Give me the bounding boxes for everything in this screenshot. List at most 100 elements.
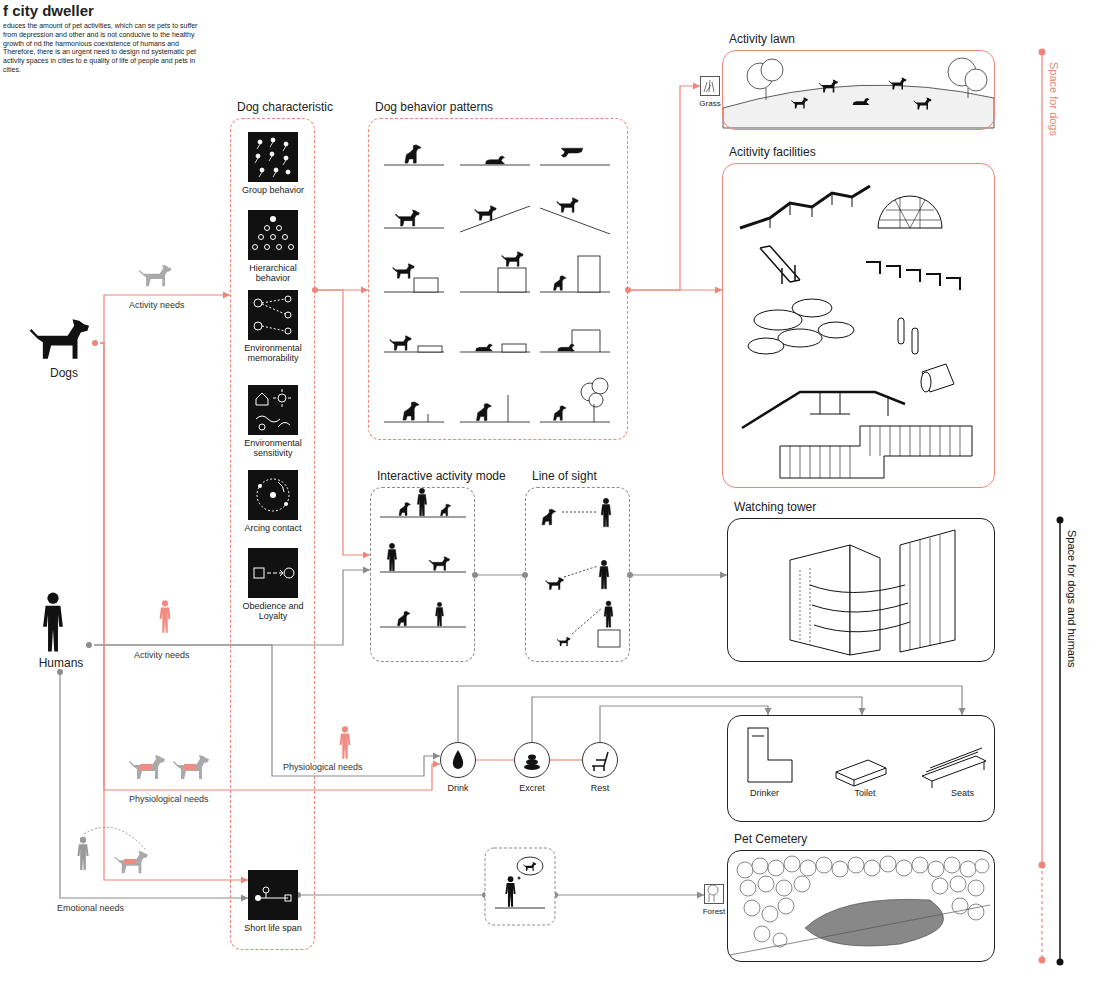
characteristic-icon	[255, 138, 290, 177]
characteristic-icon	[274, 168, 278, 172]
characteristic-icon	[260, 168, 264, 172]
space-rail	[1039, 49, 1064, 966]
characteristic-icon	[254, 296, 291, 334]
cemetery-drawing	[932, 878, 948, 894]
characteristic-tile: Environmental sensitivity	[248, 385, 298, 435]
connector	[458, 686, 962, 742]
cemetery-drawing	[708, 885, 718, 895]
characteristic-icon	[254, 322, 262, 330]
cemetery-drawing	[896, 860, 912, 876]
behavior-pattern	[557, 198, 579, 212]
sight-drawing	[542, 498, 620, 647]
lawn-drawing	[791, 78, 931, 110]
cemetery-drawing	[778, 898, 794, 914]
characteristic-icon	[253, 245, 258, 250]
connector	[100, 295, 230, 343]
lawn-drawing	[965, 69, 987, 91]
characteristic-icon	[280, 570, 283, 576]
title: f city dweller	[3, 2, 94, 19]
cemetery-drawing	[744, 900, 760, 916]
characteristic-icon	[263, 887, 269, 893]
characteristic-icon	[259, 424, 265, 430]
tower-drawing	[790, 545, 850, 655]
space-box: Acitivity facilities	[722, 163, 995, 488]
characteristic-tile: Arcing contact	[248, 470, 298, 520]
characteristic-icon	[284, 502, 288, 506]
cemetery-drawing	[708, 856, 990, 955]
behavior-pattern	[502, 252, 524, 266]
dog-silhouette	[30, 319, 89, 359]
behavior-pattern	[502, 344, 526, 352]
connector	[600, 706, 768, 742]
space-box: Pet CemeteryForest	[727, 850, 995, 962]
space-box: Line of sight	[525, 487, 630, 662]
characteristic-icon	[248, 132, 298, 182]
behavior-pattern	[594, 404, 595, 422]
behavior-pattern	[428, 414, 429, 422]
junction-dot	[92, 340, 98, 346]
amenity-drawing	[922, 756, 986, 781]
behavior-pattern	[508, 395, 509, 422]
need-icon	[173, 755, 209, 779]
need-circle-icon	[592, 752, 608, 771]
lawn-drawing	[889, 78, 907, 90]
human-silhouette	[43, 593, 63, 652]
icon-label: Obedience and Loyalty	[231, 601, 315, 622]
need-label: Drink	[447, 783, 468, 794]
characteristic-icon	[277, 226, 282, 231]
sight-drawing	[598, 630, 620, 647]
icon-label: Group behavior	[231, 185, 315, 195]
characteristic-icon	[254, 568, 264, 578]
edge-label: Physiological needs	[282, 762, 364, 773]
characteristic-tile: Group behavior	[248, 132, 298, 182]
icon-label: Hierarchical behavior	[231, 263, 315, 284]
amenity-drawing	[752, 736, 764, 737]
characteristic-icon	[259, 235, 264, 240]
icon-label: Short life span	[231, 923, 315, 933]
characteristic-icon	[270, 152, 274, 156]
characteristic-icon	[284, 142, 288, 146]
need-circle-icon	[528, 755, 536, 760]
behavior-pattern	[405, 145, 421, 163]
behavior-pattern	[384, 165, 610, 166]
connector	[630, 574, 727, 575]
behavior-pattern	[572, 330, 600, 352]
characteristic-icon	[278, 482, 284, 492]
amenity-box: DrinkerToiletSeats	[727, 715, 995, 822]
box-heading: Pet Cemetery	[734, 832, 807, 846]
connector	[94, 570, 370, 645]
behavior-pattern	[476, 344, 493, 351]
need-icon	[140, 764, 152, 770]
lawn-drawing	[791, 97, 808, 108]
facility-drawing	[921, 372, 931, 392]
mini-icon: Grass	[700, 76, 720, 96]
sight-drawing	[562, 512, 596, 513]
facility-drawing	[778, 329, 822, 347]
characteristic-icon	[258, 140, 262, 144]
behavior-pattern	[477, 404, 492, 421]
junction-dot	[86, 642, 92, 648]
characteristic-icon	[286, 170, 290, 174]
characteristic-icon	[248, 548, 298, 598]
side-label: Space for dogs	[1047, 62, 1060, 136]
characteristic-icon	[258, 898, 288, 899]
box-heading: Acitivity facilities	[729, 145, 816, 159]
characteristic-icon	[248, 470, 298, 520]
cemetery-drawing	[768, 860, 784, 876]
need-circle-icon	[453, 750, 463, 769]
facility-drawing	[742, 392, 905, 428]
box-heading: Dog characteristic	[237, 100, 333, 114]
characteristic-icon	[255, 142, 286, 177]
facility-drawing	[740, 186, 870, 228]
need-icon	[77, 265, 350, 874]
characteristic-icon	[289, 245, 294, 250]
lawn-drawing	[914, 98, 932, 110]
cemetery-drawing	[758, 876, 774, 892]
cemetery-drawing	[928, 861, 944, 877]
connector	[532, 697, 862, 742]
connector	[60, 670, 248, 898]
behavior-pattern	[384, 422, 610, 423]
interaction-drawing	[398, 611, 411, 625]
